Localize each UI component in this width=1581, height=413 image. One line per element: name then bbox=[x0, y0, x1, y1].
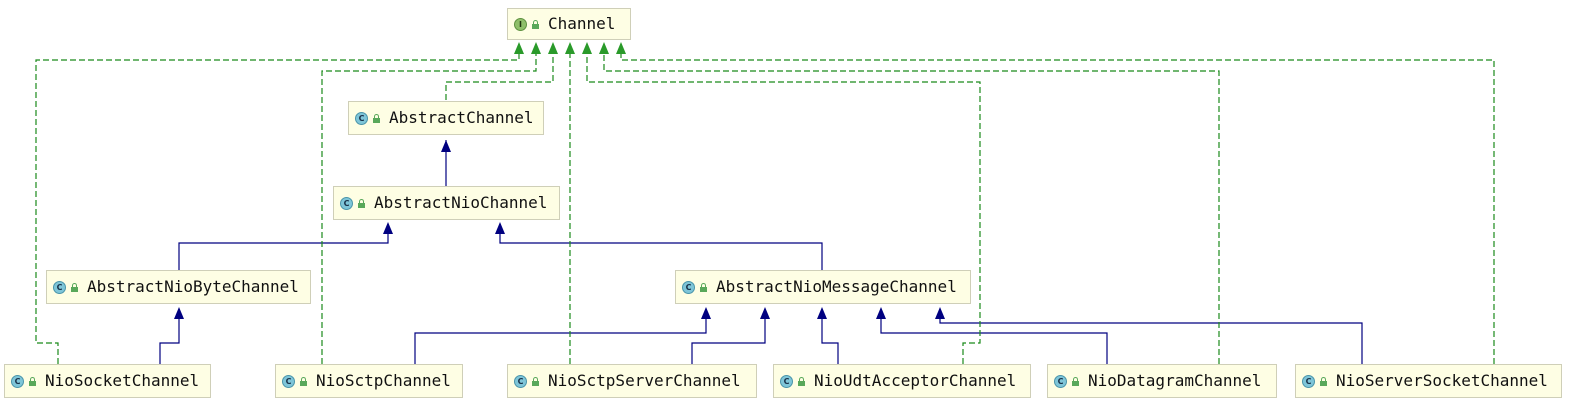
extends-arrowhead bbox=[174, 307, 184, 319]
extends-arrowhead bbox=[495, 222, 505, 234]
node-abstract-channel[interactable]: C AbstractChannel bbox=[348, 101, 544, 135]
implements-arrowhead bbox=[582, 42, 592, 54]
node-label-nio-server-socket-channel: NioServerSocketChannel bbox=[1336, 371, 1548, 390]
abstract-class-icon: C bbox=[780, 374, 793, 388]
node-label-nio-sctp-server-channel: NioSctpServerChannel bbox=[548, 371, 741, 390]
public-lock-icon bbox=[299, 376, 308, 386]
public-lock-icon bbox=[699, 282, 708, 292]
implements-arrowhead bbox=[531, 42, 541, 54]
node-nio-sctp-channel[interactable]: C NioSctpChannel bbox=[275, 364, 463, 398]
node-nio-socket-channel[interactable]: C NioSocketChannel bbox=[4, 364, 211, 398]
extends-arrowhead bbox=[817, 307, 827, 319]
public-lock-icon bbox=[797, 376, 806, 386]
abstract-class-icon: C bbox=[53, 280, 66, 294]
public-lock-icon bbox=[531, 19, 540, 29]
public-lock-icon bbox=[357, 198, 366, 208]
node-nio-udt-acceptor-channel[interactable]: C NioUdtAcceptorChannel bbox=[773, 364, 1031, 398]
implements-arrowhead bbox=[514, 42, 524, 54]
class-icon: C bbox=[514, 374, 527, 388]
abstract-class-icon: C bbox=[355, 111, 368, 125]
implements-edge-niosctpchannel-channel bbox=[321, 54, 537, 364]
implements-arrowhead bbox=[599, 42, 609, 54]
extends-arrowhead bbox=[441, 140, 451, 152]
extends-edge-nioudtacceptorchannel-abstractniomessagechannel bbox=[821, 309, 839, 364]
extends-edge-niosctpserverchannel-abstractniomessagechannel bbox=[691, 309, 766, 364]
implements-edge-nioudtacceptorchannel-channel bbox=[586, 54, 981, 364]
class-icon: C bbox=[11, 374, 24, 388]
class-icon: C bbox=[282, 374, 295, 388]
node-label-abstract-nio-message-channel: AbstractNioMessageChannel bbox=[716, 277, 957, 296]
node-abstract-nio-channel[interactable]: C AbstractNioChannel bbox=[333, 186, 560, 220]
public-lock-icon bbox=[70, 282, 79, 292]
extends-arrowhead bbox=[760, 307, 770, 319]
implements-arrowhead bbox=[616, 42, 626, 54]
extends-edge-niodatagramchannel-abstractniomessagechannel bbox=[880, 309, 1108, 364]
node-label-abstract-nio-channel: AbstractNioChannel bbox=[374, 193, 548, 212]
extends-arrowhead bbox=[383, 222, 393, 234]
node-label-nio-udt-acceptor-channel: NioUdtAcceptorChannel bbox=[814, 371, 1017, 390]
interface-icon: I bbox=[514, 17, 527, 31]
node-nio-datagram-channel[interactable]: C NioDatagramChannel bbox=[1047, 364, 1277, 398]
extends-edge-abstractniomessagechannel-abstractniochannel bbox=[499, 224, 823, 270]
class-icon: C bbox=[1302, 374, 1315, 388]
abstract-class-icon: C bbox=[682, 280, 695, 294]
node-nio-server-socket-channel[interactable]: C NioServerSocketChannel bbox=[1295, 364, 1562, 398]
implements-edge-niodatagramchannel-channel bbox=[603, 54, 1220, 364]
public-lock-icon bbox=[1319, 376, 1328, 386]
node-channel[interactable]: I Channel bbox=[507, 8, 631, 40]
node-label-channel: Channel bbox=[548, 14, 616, 33]
public-lock-icon bbox=[28, 376, 37, 386]
public-lock-icon bbox=[1071, 376, 1080, 386]
class-icon: C bbox=[1054, 374, 1067, 388]
node-nio-sctp-server-channel[interactable]: C NioSctpServerChannel bbox=[507, 364, 757, 398]
node-label-nio-socket-channel: NioSocketChannel bbox=[45, 371, 200, 390]
implements-edge-niosocketchannel-channel bbox=[35, 54, 520, 364]
implements-edge-nioserversocketchannel-channel bbox=[620, 54, 1495, 364]
node-label-nio-datagram-channel: NioDatagramChannel bbox=[1088, 371, 1262, 390]
public-lock-icon bbox=[531, 376, 540, 386]
node-label-nio-sctp-channel: NioSctpChannel bbox=[316, 371, 451, 390]
node-abstract-nio-message-channel[interactable]: C AbstractNioMessageChannel bbox=[675, 270, 971, 304]
extends-edge-nioserversocketchannel-abstractniomessagechannel bbox=[939, 309, 1363, 364]
extends-edge-abstractniobytechannel-abstractniochannel bbox=[178, 224, 389, 270]
implements-arrowhead bbox=[565, 42, 575, 54]
extends-edge-niosocketchannel-abstractniobytechannel bbox=[159, 309, 180, 364]
node-abstract-nio-byte-channel[interactable]: C AbstractNioByteChannel bbox=[46, 270, 311, 304]
extends-arrowhead bbox=[701, 307, 711, 319]
node-label-abstract-channel: AbstractChannel bbox=[389, 108, 534, 127]
public-lock-icon bbox=[372, 113, 381, 123]
abstract-class-icon: C bbox=[340, 196, 353, 210]
extends-arrowhead bbox=[876, 307, 886, 319]
extends-edge-niosctpchannel-abstractniomessagechannel bbox=[414, 309, 707, 364]
extends-arrowhead bbox=[935, 307, 945, 319]
implements-arrowhead bbox=[548, 42, 558, 54]
node-label-abstract-nio-byte-channel: AbstractNioByteChannel bbox=[87, 277, 299, 296]
implements-edge-abstractchannel-channel bbox=[445, 54, 554, 100]
